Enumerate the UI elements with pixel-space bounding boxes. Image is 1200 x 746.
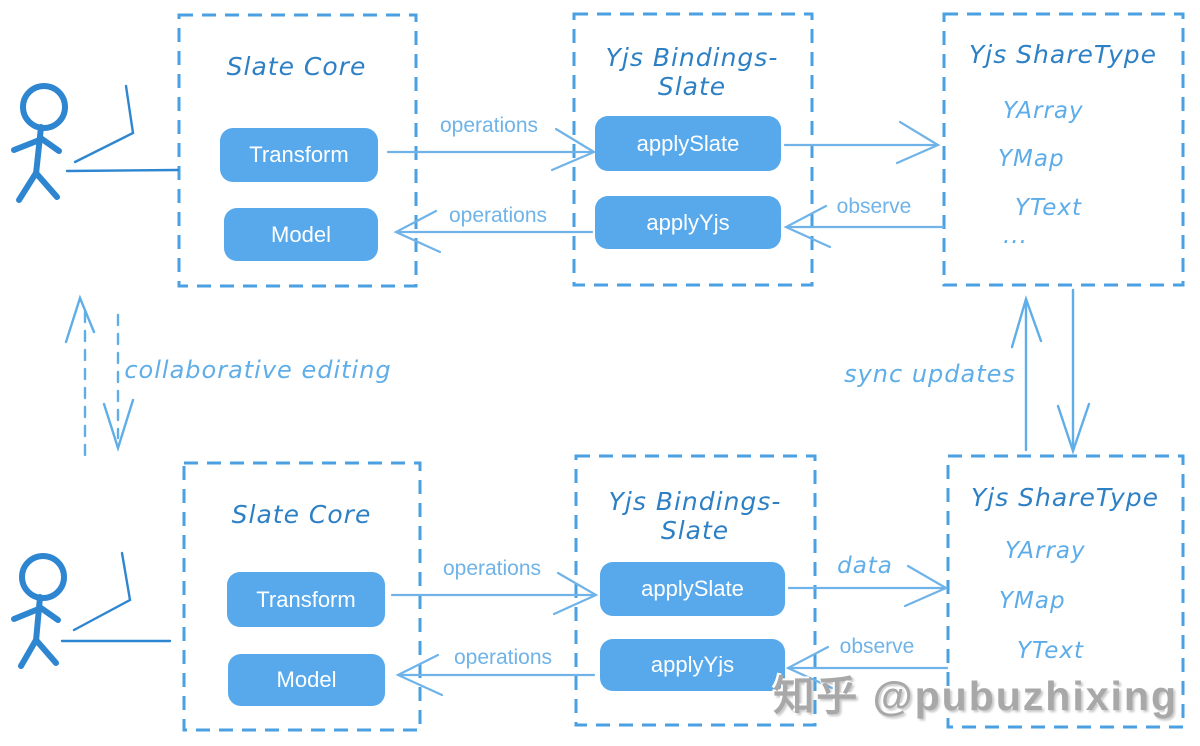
user-figure-top-icon [11, 83, 180, 203]
model-button: Model [228, 654, 385, 706]
sharetype-item: YText [1015, 195, 1083, 221]
label-observe-bottom: observe [839, 635, 915, 658]
label-operations-top-out: operations [439, 114, 539, 137]
label-operations-top-in: operations [448, 204, 548, 227]
node-yjs-sharetype-top: Yjs ShareType YArray YMap YText ... [943, 13, 1183, 285]
node-slate-core-bottom: Slate Core Transform Model [183, 462, 420, 730]
sharetype-item: YArray [1005, 538, 1086, 564]
sharetype-item: YArray [1003, 98, 1084, 124]
sharetype-item: YMap [999, 588, 1066, 614]
node-title: Slate Core [226, 52, 367, 81]
applyyjs-button: applyYjs [600, 639, 785, 691]
node-title: Yjs Bindings-Slate [608, 487, 782, 545]
node-title: Slate Core [231, 500, 372, 529]
user-figure-bottom-icon [11, 551, 172, 669]
arrow-sync-up [1010, 295, 1043, 452]
node-title: Yjs ShareType [968, 40, 1158, 69]
label-operations-bottom-in: operations [453, 646, 553, 669]
node-yjs-sharetype-bottom: Yjs ShareType YArray YMap YText [947, 455, 1183, 727]
label-data: data [837, 553, 893, 579]
node-slate-core-top: Slate Core Transform Model [178, 14, 415, 286]
node-yjs-bindings-top: Yjs Bindings-Slate applySlate applyYjs [573, 13, 811, 285]
applyyjs-button: applyYjs [595, 196, 781, 249]
node-yjs-bindings-bottom: Yjs Bindings-Slate applySlate applyYjs [575, 455, 815, 725]
watermark: 知乎 @pubuzhixing [773, 673, 1178, 719]
node-title: Yjs Bindings-Slate [605, 43, 779, 101]
arrow-sync-down [1056, 288, 1091, 455]
sharetype-item: YText [1017, 638, 1085, 664]
label-observe-top: observe [836, 195, 912, 218]
label-collaborative-editing: collaborative editing [124, 356, 392, 384]
label-operations-bottom-out: operations [442, 557, 542, 580]
applyslate-button: applySlate [600, 562, 785, 616]
sharetype-item: YMap [998, 146, 1065, 172]
transform-button: Transform [227, 572, 385, 627]
model-button: Model [224, 208, 378, 261]
applyslate-button: applySlate [595, 116, 781, 171]
label-sync-updates: sync updates [844, 360, 1016, 388]
arrow-collab-up [64, 294, 96, 457]
transform-button: Transform [220, 128, 378, 182]
sharetype-item: ... [1003, 223, 1028, 249]
node-title: Yjs ShareType [970, 483, 1160, 512]
